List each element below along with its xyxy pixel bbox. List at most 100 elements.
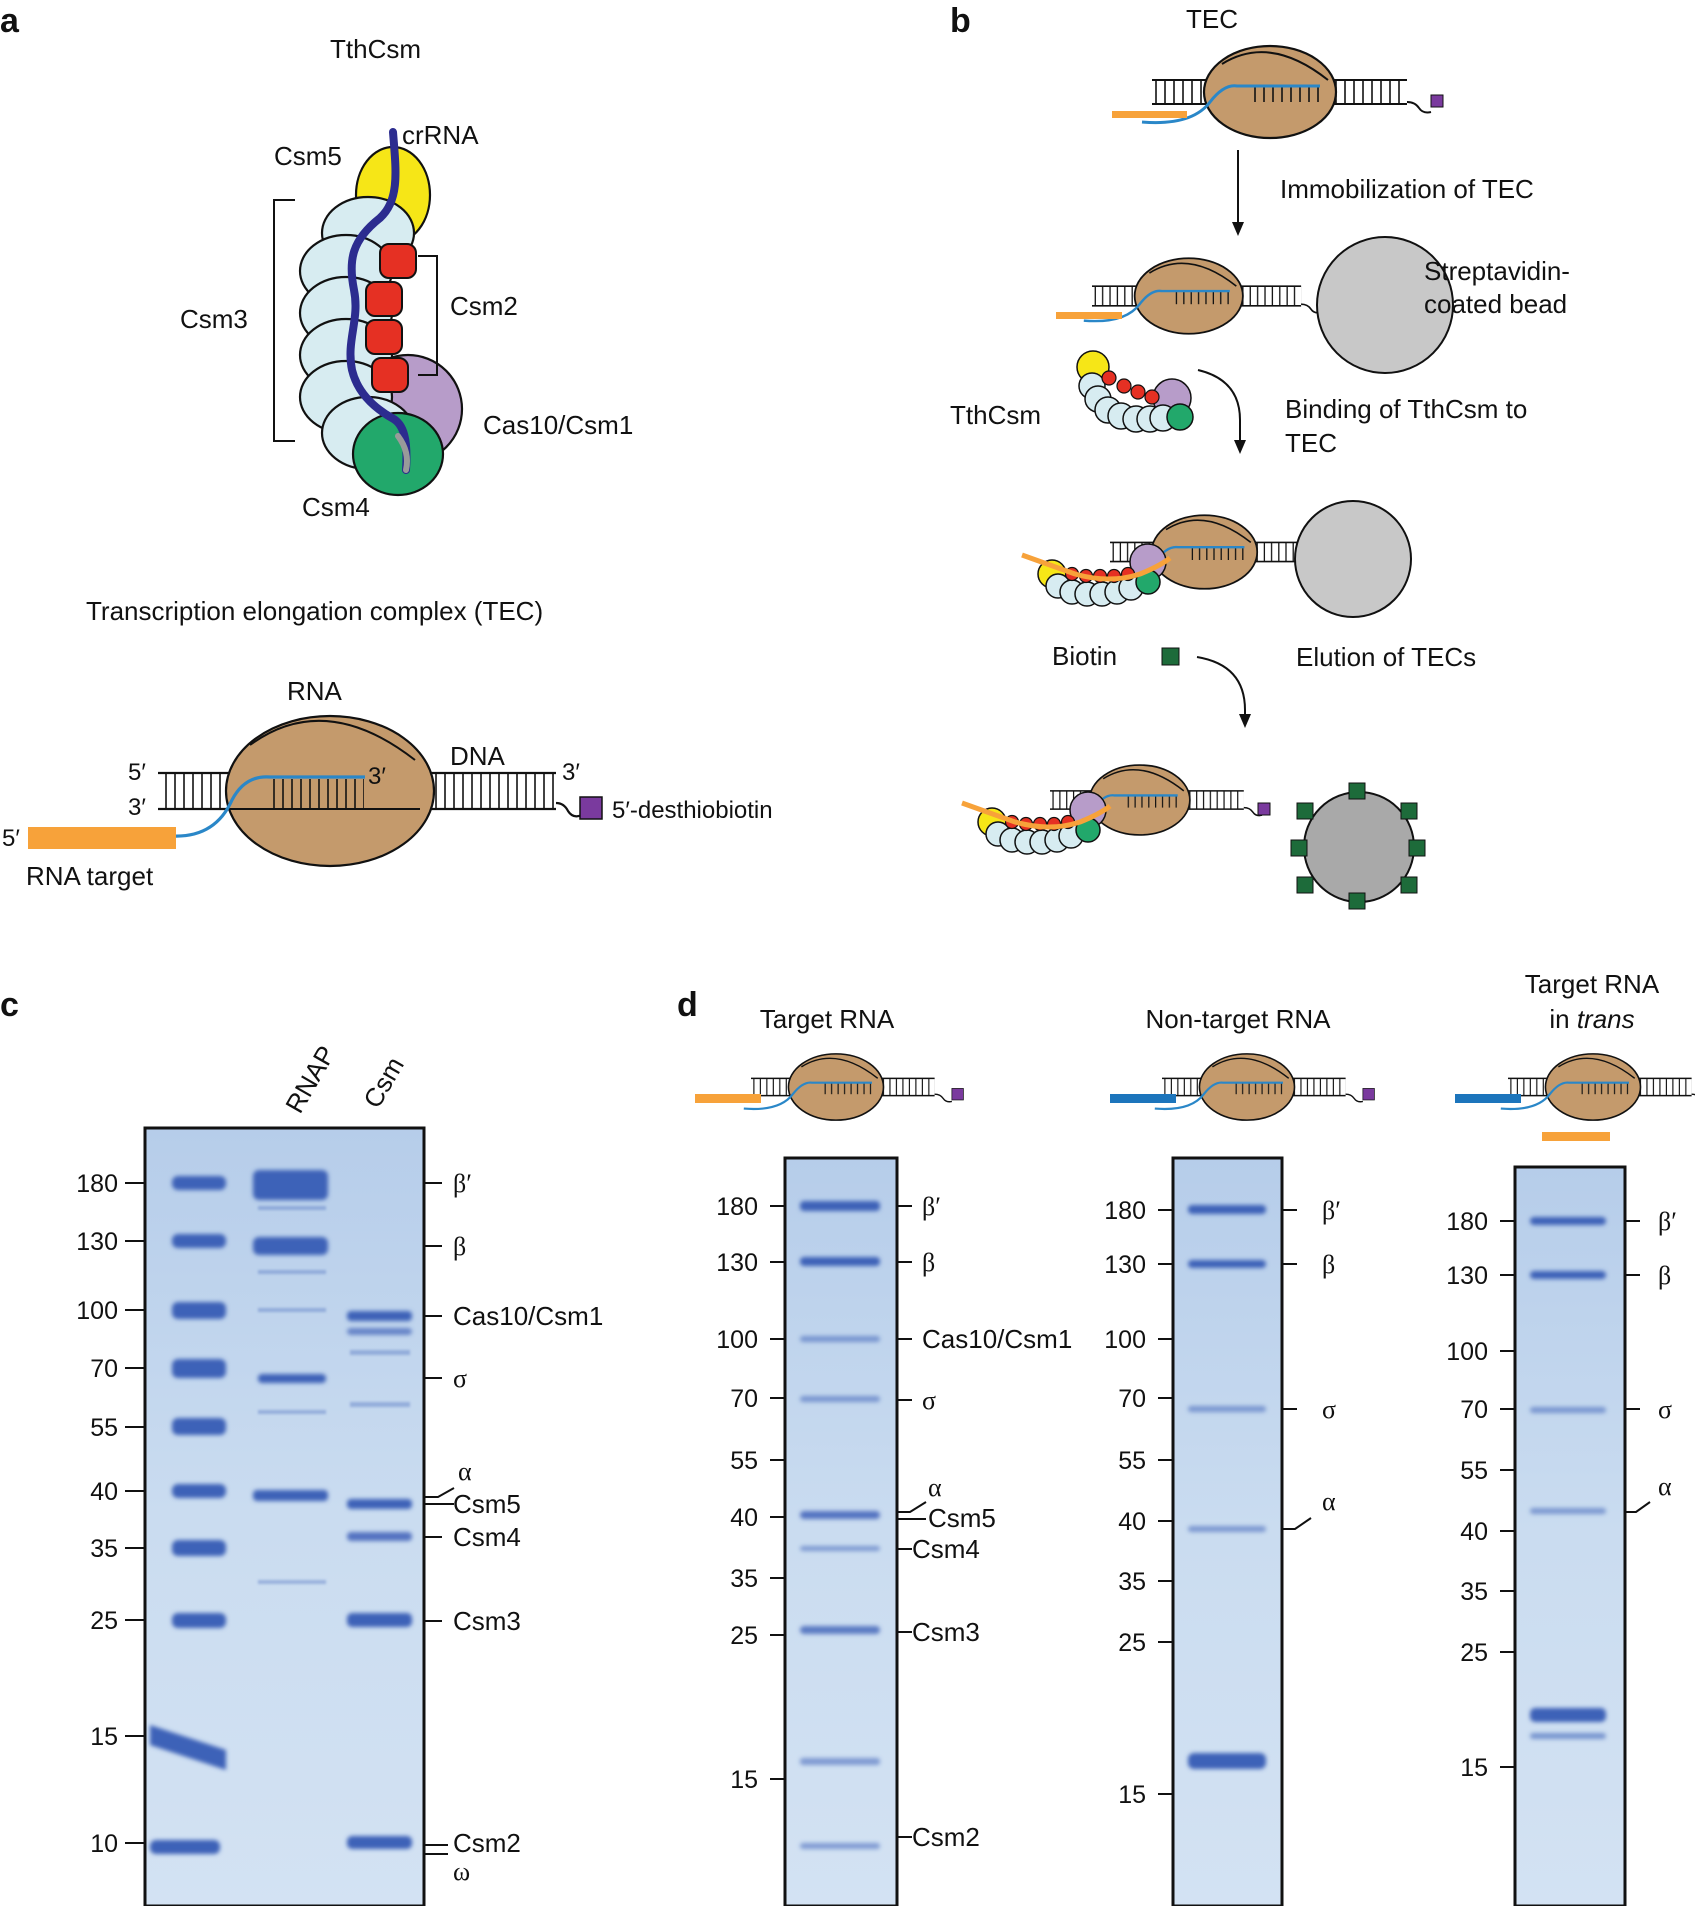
tec-immobilized <box>1056 257 1333 335</box>
gel-d3-markers: 180 130 100 70 55 40 35 25 15 <box>1446 1208 1515 1782</box>
gel-d1 <box>783 1156 899 1906</box>
gel-c-band-labels: β′ β Cas10/Csm1 σ α Csm5 Csm4 Csm3 Csm2 … <box>424 1169 603 1886</box>
gel-d3-marker: 25 <box>1460 1639 1488 1667</box>
panel-b-label: b <box>950 2 971 40</box>
csm4-subunit <box>351 411 445 497</box>
gel-c-marker: 35 <box>90 1535 118 1563</box>
gel-d1-markers: 180 130 100 70 55 40 35 25 15 <box>716 1193 785 1794</box>
gel-d3-title-2: in trans <box>1549 1004 1634 1034</box>
gel-d3-marker: 100 <box>1446 1338 1488 1366</box>
gel-d3-nontarget-rna <box>1455 1094 1521 1103</box>
band-label-csm3: Csm3 <box>453 1606 521 1636</box>
rna-target-bar <box>28 827 176 849</box>
gel-d3-trans-target <box>1542 1132 1610 1141</box>
biotin-label: Biotin <box>1052 641 1117 671</box>
gel-d1-band-label: Csm2 <box>912 1822 980 1852</box>
gel-d3-marker: 180 <box>1446 1208 1488 1236</box>
gel-d1-band-label: β <box>922 1248 935 1277</box>
biotin-on-bead <box>1290 782 1426 910</box>
gel-d1-marker: 130 <box>716 1249 758 1277</box>
panel-a-label: a <box>0 2 20 40</box>
gel-c-marker: 70 <box>90 1355 118 1383</box>
gel-d3-bands <box>1530 1217 1606 1739</box>
panel-c: c RNAP Csm <box>0 986 603 1906</box>
gel-d2-band-labels: β′ β σ α <box>1282 1196 1341 1530</box>
desthiobiotin-linker <box>555 801 583 818</box>
gel-d3-band-label: σ <box>1658 1395 1672 1424</box>
tec-3-inner: 3′ <box>368 763 386 790</box>
csm3-bracket <box>273 199 295 442</box>
panel-d: d Target RNA <box>677 969 1695 1906</box>
band-label-csm4: Csm4 <box>453 1522 521 1552</box>
band-label-csm5: Csm5 <box>453 1489 521 1519</box>
cas10-label: Cas10/Csm1 <box>483 410 633 440</box>
gel-d3-marker: 130 <box>1446 1262 1488 1290</box>
gel-d1-bands <box>800 1201 880 1849</box>
gel-c <box>143 1126 426 1906</box>
gel-c-marker: 10 <box>90 1830 118 1858</box>
tthcsm-complex <box>273 128 464 497</box>
gel-d1-marker: 55 <box>730 1447 758 1475</box>
rna-target-label: RNA target <box>26 861 154 891</box>
band-label-csm2: Csm2 <box>453 1828 521 1858</box>
csm5-label: Csm5 <box>274 141 342 171</box>
bead-eluted <box>1303 791 1415 903</box>
tthcsm-label-b: TthCsm <box>950 400 1041 430</box>
tec-5-target: 5′ <box>2 825 20 852</box>
gel-d1-band-label: α <box>928 1473 942 1502</box>
gel-d2-marker: 55 <box>1118 1447 1146 1475</box>
crrna-label: crRNA <box>402 120 479 150</box>
gel-d1-band-label: Csm5 <box>928 1503 996 1533</box>
band-label-cas10: Cas10/Csm1 <box>453 1301 603 1331</box>
gel-d1-tec <box>742 1052 964 1122</box>
gel-d3-title-1: Target RNA <box>1525 969 1660 999</box>
rna-strand <box>171 775 365 838</box>
gel-d2-marker: 70 <box>1118 1385 1146 1413</box>
band-label-alpha: α <box>458 1457 472 1486</box>
tec-dna-label: DNA <box>450 741 506 771</box>
gel-d2-marker: 100 <box>1104 1326 1146 1354</box>
gel-c-marker: 40 <box>90 1478 118 1506</box>
gel-c-bands <box>150 1170 412 1854</box>
tec-free <box>1112 44 1444 140</box>
crrna-tail <box>395 433 410 473</box>
gel-d1-band-label: Csm4 <box>912 1534 980 1564</box>
gel-d2-group: Non-target RNA <box>1104 1004 1375 1906</box>
gel-c-marker-ticks <box>125 1182 145 1844</box>
band-label-sigma: σ <box>453 1364 467 1393</box>
panel-c-label: c <box>0 986 19 1024</box>
gel-c-marker: 55 <box>90 1414 118 1442</box>
gel-d2-marker: 15 <box>1118 1781 1146 1809</box>
gel-d3-marker: 70 <box>1460 1396 1488 1424</box>
gel-d3-title-prefix: in <box>1549 1004 1576 1034</box>
gel-c-marker: 100 <box>76 1297 118 1325</box>
band-label-omega: ω <box>453 1857 470 1886</box>
desthiobiotin-label: 5′-desthiobiotin <box>612 797 773 824</box>
gel-c-marker: 25 <box>90 1607 118 1635</box>
gel-d2-marker-ticks <box>1158 1209 1173 1795</box>
gel-d1-marker: 180 <box>716 1193 758 1221</box>
gel-d2-marker: 35 <box>1118 1568 1146 1596</box>
gel-d1-band-label: σ <box>922 1386 936 1415</box>
tec-3-right: 3′ <box>562 759 580 786</box>
gel-d3-marker: 55 <box>1460 1457 1488 1485</box>
gel-d1-marker: 35 <box>730 1565 758 1593</box>
bead-label-1: Streptavidin- <box>1424 256 1570 286</box>
gel-d3-marker: 15 <box>1460 1754 1488 1782</box>
tec-5-top: 5′ <box>128 759 146 786</box>
gel-d1-target-rna <box>695 1094 761 1103</box>
gel-d2-markers: 180 130 100 70 55 40 35 25 15 <box>1104 1197 1173 1809</box>
gel-c-band-ticks <box>424 1182 455 1855</box>
gel-d1-marker: 15 <box>730 1766 758 1794</box>
gel-d3-group: Target RNA in trans <box>1446 969 1695 1906</box>
tec-rna-label: RNA <box>287 676 343 706</box>
gel-d1-marker: 70 <box>730 1385 758 1413</box>
gel-d2-title: Non-target RNA <box>1146 1004 1332 1034</box>
bound-csm <box>1021 543 1172 607</box>
gel-d3 <box>1513 1165 1627 1906</box>
gel-d3-title-italic: trans <box>1577 1004 1635 1034</box>
tec-label: TEC <box>1186 4 1238 34</box>
gel-d3-band-labels: β′ β σ α <box>1625 1207 1677 1513</box>
arrow-3 <box>1196 656 1246 722</box>
